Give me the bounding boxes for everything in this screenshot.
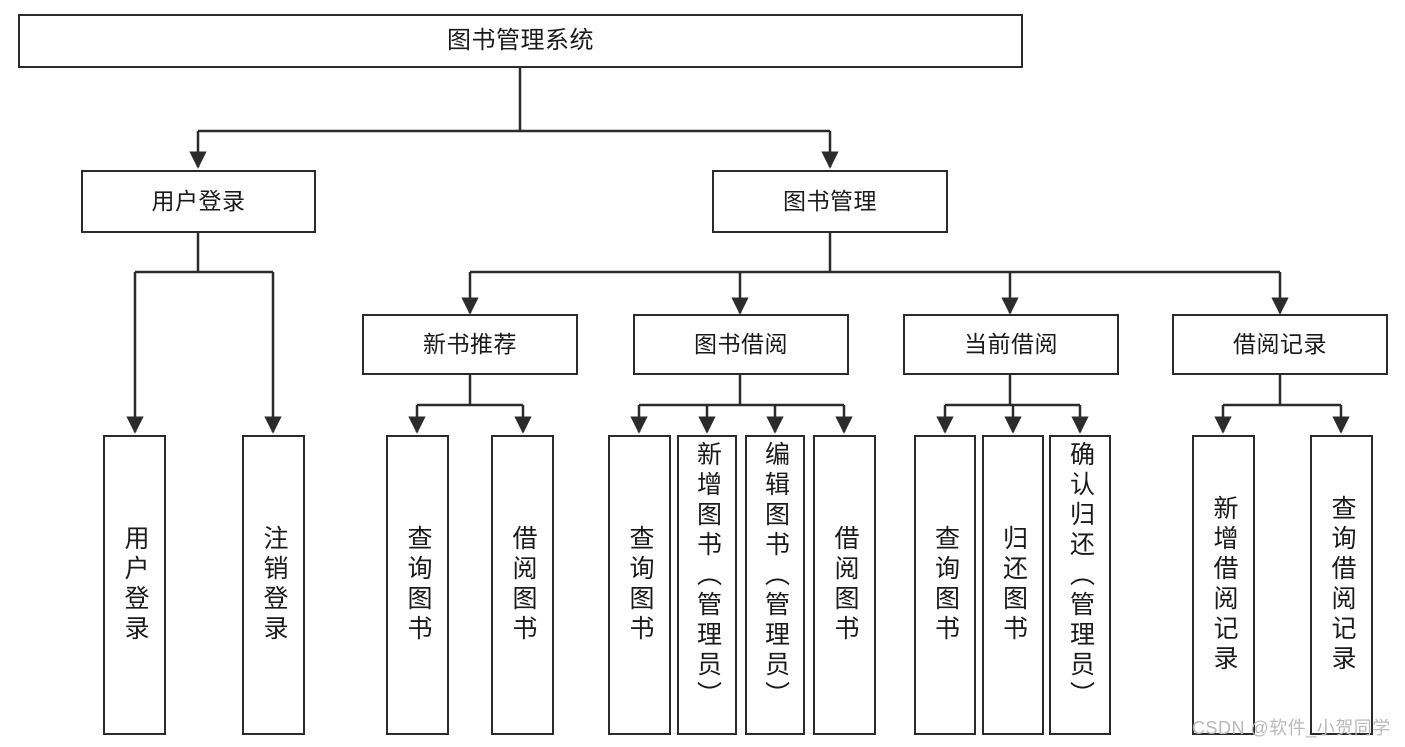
node-label: 查询借阅记录 — [1328, 495, 1356, 675]
node-label: 确认归还（管理员） — [1066, 441, 1095, 711]
leaf-user-login-signout[interactable]: 注销登录 — [242, 435, 305, 735]
leaf-borrow-add-book-admin[interactable]: 新增图书（管理员） — [677, 435, 737, 735]
leaf-borrow-borrow-book[interactable]: 借阅图书 — [813, 435, 876, 735]
leaf-records-add-record[interactable]: 新增借阅记录 — [1192, 435, 1255, 735]
node-label: 编辑图书（管理员） — [761, 441, 790, 711]
leaf-current-return-book[interactable]: 归还图书 — [982, 435, 1044, 735]
node-label: 注销登录 — [260, 525, 288, 645]
node-root-book-management-system[interactable]: 图书管理系统 — [18, 14, 1023, 68]
node-label: 图书借阅 — [694, 330, 788, 357]
leaf-new-books-query-book[interactable]: 查询图书 — [386, 435, 449, 735]
node-label: 借阅图书 — [509, 525, 537, 645]
node-label: 借阅记录 — [1233, 330, 1327, 357]
leaf-new-books-borrow-book[interactable]: 借阅图书 — [491, 435, 554, 735]
leaf-records-query-record[interactable]: 查询借阅记录 — [1310, 435, 1373, 735]
node-label: 用户登录 — [151, 187, 246, 214]
node-book-borrowing[interactable]: 图书借阅 — [633, 314, 849, 375]
leaf-user-login-signin[interactable]: 用户登录 — [103, 435, 166, 735]
node-label: 新增借阅记录 — [1210, 495, 1238, 675]
node-label: 查询图书 — [626, 525, 654, 645]
node-book-management[interactable]: 图书管理 — [712, 170, 948, 233]
leaf-current-query-book[interactable]: 查询图书 — [914, 435, 976, 735]
node-label: 查询图书 — [931, 525, 960, 645]
node-current-borrowing[interactable]: 当前借阅 — [903, 314, 1119, 375]
node-label: 查询图书 — [404, 525, 432, 645]
leaf-current-confirm-return-admin[interactable]: 确认归还（管理员） — [1049, 435, 1111, 735]
node-label: 新增图书（管理员） — [693, 441, 722, 711]
node-label: 用户登录 — [121, 525, 149, 645]
node-label: 借阅图书 — [831, 525, 859, 645]
node-borrow-records[interactable]: 借阅记录 — [1172, 314, 1388, 375]
node-label: 当前借阅 — [964, 330, 1058, 357]
node-user-login[interactable]: 用户登录 — [81, 170, 316, 233]
node-new-book-recommendation[interactable]: 新书推荐 — [362, 314, 578, 375]
node-label: 新书推荐 — [423, 330, 517, 357]
node-label: 图书管理 — [783, 187, 877, 214]
node-label: 图书管理系统 — [447, 26, 594, 54]
node-label: 归还图书 — [999, 525, 1028, 645]
csdn-watermark: CSDN @软件_小贺同学 — [1192, 718, 1391, 738]
leaf-borrow-query-book[interactable]: 查询图书 — [608, 435, 671, 735]
leaf-borrow-edit-book-admin[interactable]: 编辑图书（管理员） — [745, 435, 805, 735]
